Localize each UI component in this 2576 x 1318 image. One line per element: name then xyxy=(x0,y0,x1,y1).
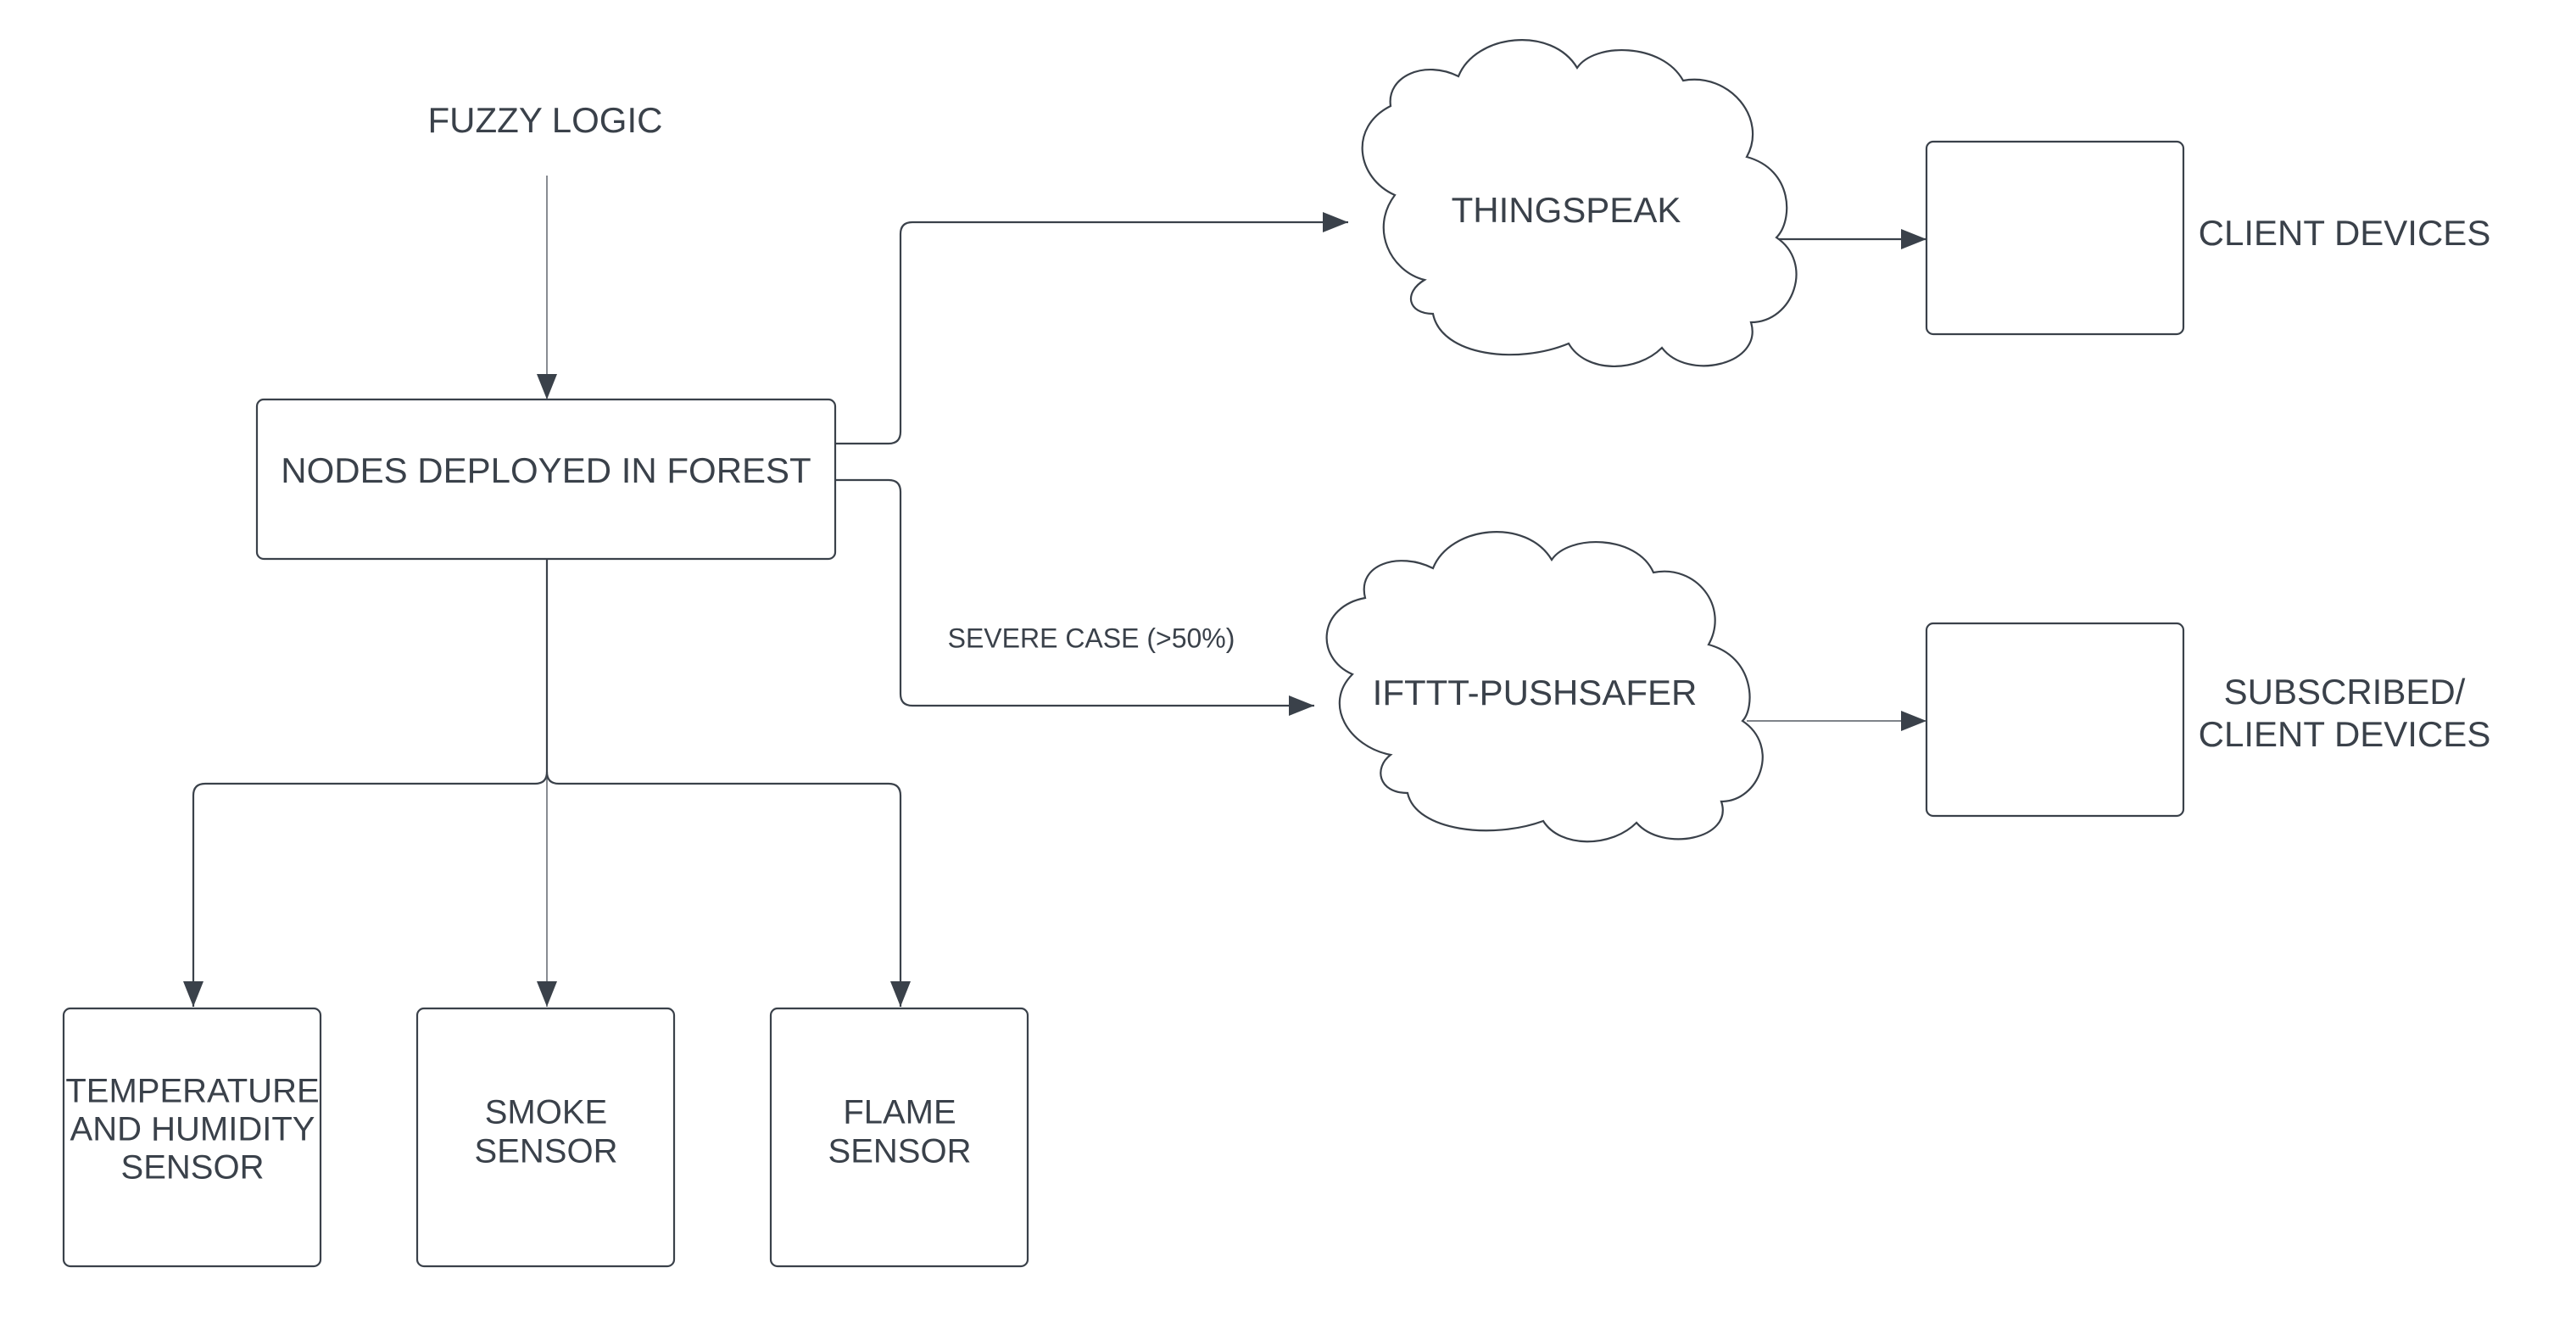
temp-sensor-line3: SENSOR xyxy=(121,1149,265,1187)
nodes-box xyxy=(255,398,837,561)
subscribed-devices-box xyxy=(1925,622,2185,818)
arrow-nodes-to-thingspeak xyxy=(835,212,1348,445)
ifttt-cloud xyxy=(1325,531,1764,843)
smoke-sensor-line2: SENSOR xyxy=(475,1133,618,1170)
client-devices-box xyxy=(1925,140,2185,336)
smoke-sensor-box xyxy=(415,1007,676,1268)
temperature-sensor-box xyxy=(62,1007,322,1268)
branch-to-temp xyxy=(183,771,549,1007)
client-devices-label: CLIENT DEVICES xyxy=(2199,213,2491,253)
fuzzy-logic-label: FUZZY LOGIC xyxy=(428,100,663,140)
arrow-nodes-to-ifttt xyxy=(835,478,1314,716)
flame-sensor-line1: FLAME xyxy=(843,1094,956,1131)
smoke-sensor-line1: SMOKE xyxy=(485,1094,607,1131)
branch-to-flame xyxy=(545,771,911,1007)
flame-sensor-line2: SENSOR xyxy=(828,1133,972,1170)
flame-sensor-box xyxy=(769,1007,1029,1268)
subscribed-line2: CLIENT DEVICES xyxy=(2199,714,2491,754)
thingspeak-label: THINGSPEAK xyxy=(1452,190,1681,230)
nodes-label: NODES DEPLOYED IN FOREST xyxy=(281,450,811,490)
ifttt-label: IFTTT-PUSHSAFER xyxy=(1373,673,1698,712)
subscribed-line1: SUBSCRIBED/ xyxy=(2224,672,2466,712)
temp-sensor-line1: TEMPERATURE xyxy=(65,1073,319,1110)
temp-sensor-line2: AND HUMIDITY xyxy=(70,1111,315,1148)
severe-case-label: SEVERE CASE (>50%) xyxy=(948,623,1235,653)
thingspeak-cloud xyxy=(1361,39,1798,367)
